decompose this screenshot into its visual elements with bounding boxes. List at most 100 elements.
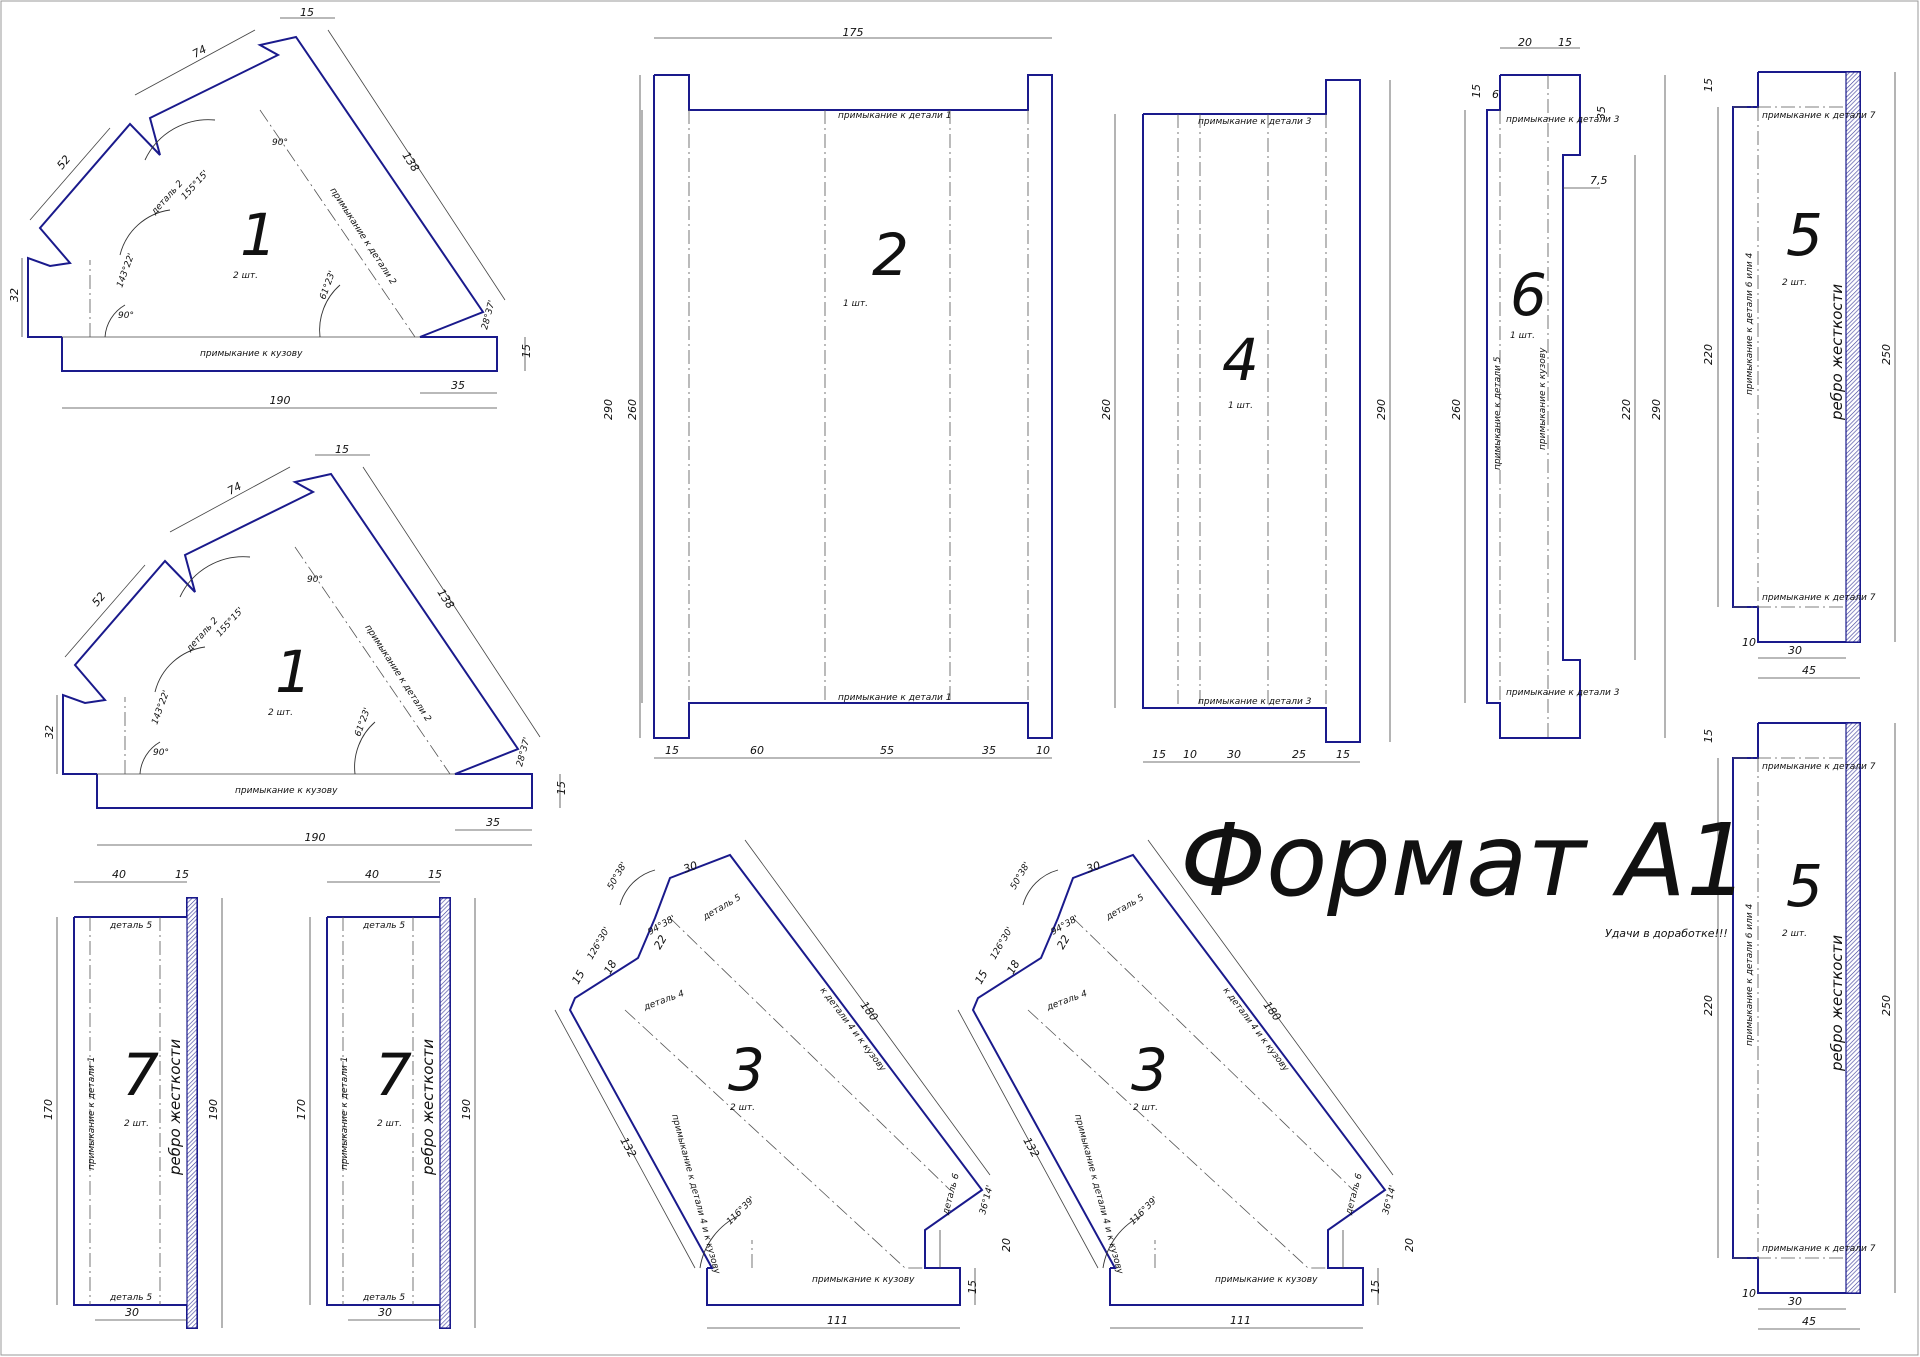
part-1-bottom-angle-arc: [139, 741, 161, 775]
part-1-bottom-angle-arc2: [154, 646, 206, 693]
part-5-top: 15 220 250 10 30 45 примыкание к детали …: [1702, 71, 1896, 679]
part-7-right-rib-label: ребро жесткости: [419, 1039, 437, 1176]
part-1-top: 190 35 15 32 52 74 15 138 90° 90° 155°15…: [8, 6, 533, 409]
part-5-bottom-dim-30-label: 30: [1788, 1295, 1802, 1308]
part-7-right-rib-hatch: [439, 897, 451, 1329]
part-1-top-centerline-diag: [259, 109, 416, 338]
part-5-bottom: 15 220 250 10 30 45 примыкание к детали …: [1702, 722, 1896, 1330]
part-4-dim-30-label: 30: [1227, 748, 1241, 761]
part-7-right: 40 15 170 190 30 деталь 5 деталь 5 примы…: [295, 868, 476, 1329]
part-5-top-dim-10-label: 10: [1742, 636, 1756, 649]
part-4-dim-25-label: 25: [1292, 748, 1306, 761]
part-3-left-centerline: [624, 1009, 925, 1269]
part-4-dim-290-label: 290: [1375, 399, 1388, 420]
part-3-right-angle-50: 50°38': [1009, 861, 1033, 892]
part-6-qty: 1 шт.: [1510, 331, 1535, 341]
part-3-right-dim-30-label: 30: [1085, 859, 1103, 876]
part-3-left-side-label: к детали 4 и к кузову: [818, 986, 888, 1074]
part-3-right-dim-18-label: 18: [1004, 958, 1022, 977]
part-1-bottom-qty: 2 шт.: [268, 708, 293, 718]
part-1-bottom-angle-61: 61°23': [353, 707, 373, 739]
part-1-top-dim-15b-label: 15: [300, 6, 314, 19]
part-1-top-angle-arc3: [144, 119, 216, 161]
part-3-left-outline: [568, 853, 984, 1306]
part-3-right-number: 3: [1131, 1036, 1168, 1104]
part-4-number: 4: [1222, 326, 1259, 394]
part-1-bottom-dim-74-label: 74: [225, 480, 243, 498]
part-3-right-angle-arc: [1102, 1214, 1144, 1269]
part-1-top-qty: 2 шт.: [233, 271, 258, 281]
part-1-top-dim-74-label: 74: [190, 43, 208, 61]
part-3-left-dim-180: [744, 839, 991, 1176]
part-6-dim-260-label: 260: [1450, 399, 1463, 420]
part-1-top-side-label: деталь 2: [149, 179, 185, 218]
part-1-bottom-dim-52: [64, 564, 146, 658]
part-2-bottom-label: примыкание к детали 1: [838, 693, 951, 703]
part-7-left-side-label: примыкание к детали 1: [87, 1057, 97, 1170]
part-2-outline: [653, 74, 1053, 739]
part-3-right-dim-15b-label: 15: [972, 968, 990, 987]
part-7-left-dim-15-label: 15: [175, 868, 189, 881]
part-6-number: 6: [1510, 261, 1547, 329]
part-3-left-d4-label: деталь 4: [642, 989, 686, 1013]
part-1-bottom-angle-label: примыкание к детали 2: [362, 623, 432, 724]
part-3-left-angle-126: 126°30': [586, 926, 612, 962]
part-3-right-dim-180-label: 180: [1261, 999, 1284, 1024]
part-7-left-dim-190-label: 190: [207, 1099, 220, 1120]
part-3-right-d6-label: деталь 6: [1344, 1172, 1365, 1217]
part-3-right-dim-132: [957, 1009, 1099, 1269]
part-3-right-base-label: примыкание к кузову: [1215, 1275, 1318, 1285]
part-3-right-dim-132-label: 132: [1020, 1135, 1042, 1160]
part-7-right-side-label: примыкание к детали 1: [340, 1057, 350, 1170]
part-3-right-dim-20-label: 20: [1403, 1238, 1416, 1252]
part-3-right-centerline-b: [1072, 917, 1354, 1191]
part-3-left-d5-label: деталь 5: [701, 893, 744, 923]
part-2: 175 290 260 15 60 55 35 10 примыкание к …: [602, 26, 1053, 759]
part-5-bottom-dim-250-label: 250: [1880, 995, 1893, 1016]
part-3-right-angle-94: 94°38': [1050, 914, 1081, 938]
sheet-subtitle: Удачи в доработке!!!: [1605, 927, 1728, 940]
part-1-top-angle-label: примыкание к детали 2: [327, 186, 397, 287]
part-3-right-dim-111-label: 111: [1230, 1314, 1251, 1327]
part-5-bottom-rib-label: ребро жесткости: [1828, 935, 1846, 1072]
part-5-bottom-top-label: примыкание к детали 7: [1762, 762, 1876, 772]
part-1-bottom-dim-35-label: 35: [486, 816, 500, 829]
part-5-top-dim-15-label: 15: [1702, 78, 1715, 92]
part-3-left-dim-132-label: 132: [617, 1135, 639, 1160]
part-7-left-dim-30-label: 30: [125, 1306, 139, 1319]
part-5-top-dim-250-label: 250: [1880, 344, 1893, 365]
part-6-outline: [1486, 74, 1581, 739]
part-5-top-qty: 2 шт.: [1782, 278, 1807, 288]
part-1-bottom-number: 1: [275, 638, 312, 706]
part-3-left: 111 15 20 132 180 30 15 18 22 50°38' 126…: [554, 839, 1013, 1329]
part-3-left-base-label: примыкание к кузову: [812, 1275, 915, 1285]
part-3-left-diag-label: примыкание к детали 4 и к кузову: [669, 1113, 722, 1276]
part-3-left-number: 3: [728, 1036, 765, 1104]
part-1-top-angle-arc: [104, 304, 126, 338]
part-3-left-angle-94: 94°38': [647, 914, 678, 938]
part-5-top-number: 5: [1786, 201, 1823, 269]
part-1-bottom-angle-90a: 90°: [153, 748, 169, 758]
part-3-right-d4-label: деталь 4: [1045, 989, 1089, 1013]
part-2-dim-290-label: 290: [602, 399, 615, 420]
sheet-title: Формат А1: [1180, 802, 1750, 919]
part-1-bottom-dim-32-label: 32: [43, 725, 56, 739]
part-5-top-dim-45-label: 45: [1802, 664, 1816, 677]
part-7-left-rib-hatch: [186, 897, 198, 1329]
part-1-top-dim-138-label: 138: [399, 150, 421, 175]
part-5-top-rib-hatch: [1845, 71, 1861, 643]
part-1-top-dim-15-label: 15: [520, 344, 533, 358]
part-4-dim-15a-label: 15: [1152, 748, 1166, 761]
part-5-top-top-label: примыкание к детали 7: [1762, 111, 1876, 121]
part-1-top-angle-28: 28°37': [480, 299, 497, 330]
part-7-left-bottom-label: деталь 5: [109, 1293, 152, 1303]
part-1-bottom-dim-15-label: 15: [555, 781, 568, 795]
part-1-bottom-dim-190-label: 190: [305, 831, 326, 844]
part-3-right-side-label: к детали 4 и к кузову: [1221, 986, 1291, 1074]
part-7-left-top-label: деталь 5: [109, 921, 152, 931]
part-1-top-number: 1: [240, 201, 277, 269]
part-3-left-d6-label: деталь 6: [941, 1172, 962, 1217]
part-6-dim-6-label: 6: [1492, 88, 1499, 101]
part-6-bottom-label: примыкание к детали 3: [1506, 688, 1620, 698]
